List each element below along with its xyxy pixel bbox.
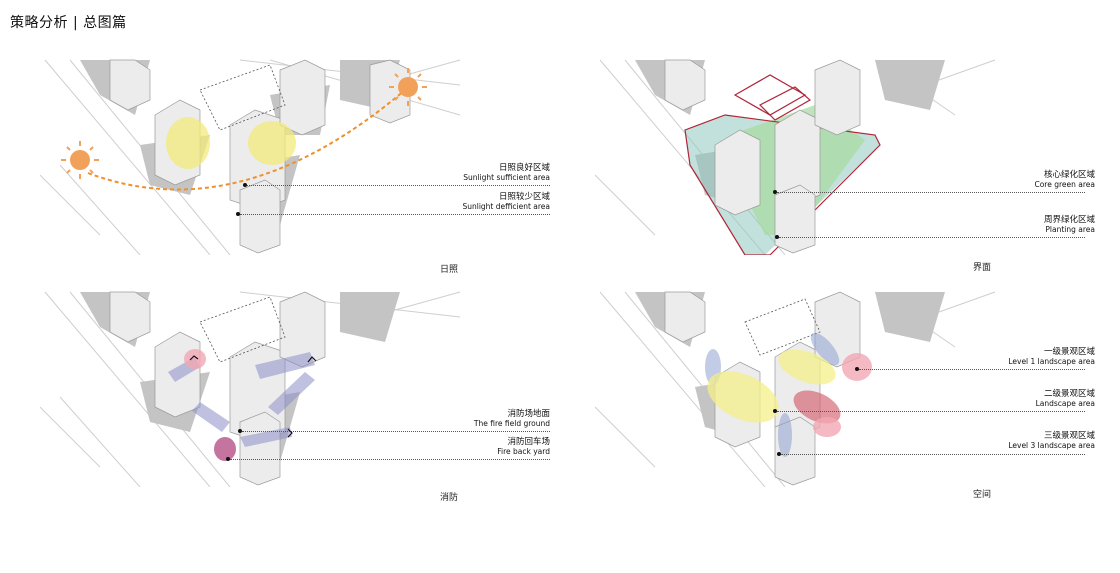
- sunlight-sufficient-zone: [248, 121, 296, 165]
- caption-sunlight: 日照: [440, 265, 459, 275]
- label-anchor-dot: [775, 235, 779, 239]
- label-anchor-dot: [773, 190, 777, 194]
- interface-site-diagram: [595, 59, 996, 255]
- caption-space: 空间: [973, 490, 992, 500]
- label-planting: 周界绿化区域 Planting area: [1043, 215, 1095, 234]
- sun-icon: [61, 141, 99, 179]
- fire-site-diagram: [40, 291, 461, 487]
- level2-landscape-zone: [778, 349, 836, 385]
- buildings: [664, 59, 861, 254]
- construction-block: [199, 64, 286, 131]
- construction-block: [199, 296, 286, 363]
- leader-line: [240, 214, 550, 215]
- leader-line: [781, 454, 1085, 455]
- page-title: 策略分析 | 总图篇: [10, 15, 127, 31]
- label-anchor-dot: [236, 212, 240, 216]
- turn-arrow-icon: [189, 355, 317, 438]
- caption-interface: 界面: [973, 263, 992, 273]
- panel-space: 一级景观区域 Level 1 landscape area 二级景观区域 Lan…: [595, 287, 1105, 500]
- label-fire-field-ground: 消防场地面 The fire field ground: [473, 409, 550, 428]
- label-level1-landscape: 一级景观区域 Level 1 landscape area: [1008, 347, 1095, 366]
- label-anchor-dot: [773, 409, 777, 413]
- label-core-green: 核心绿化区域 Core green area: [1034, 170, 1095, 189]
- leader-line: [779, 237, 1085, 238]
- panel-sunlight: 日照良好区域 Sunlight sufficient area 日照较少区域 S…: [40, 55, 550, 275]
- construction-block: [744, 298, 821, 356]
- fire-back-yard: [214, 437, 236, 461]
- label-fire-back-yard: 消防回车场 Fire back yard: [497, 437, 550, 456]
- leader-line: [247, 185, 550, 186]
- caption-fire: 消防: [440, 493, 459, 503]
- leader-line: [242, 431, 550, 432]
- fire-back-yard: [184, 349, 206, 369]
- label-level3-landscape: 三级景观区域 Level 3 landscape area: [1008, 431, 1095, 450]
- level3-landscape-zone: [810, 332, 840, 366]
- panel-fire: 消防场地面 The fire field ground 消防回车场 Fire b…: [40, 287, 550, 503]
- label-anchor-dot: [226, 457, 230, 461]
- sunlight-site-diagram: [40, 59, 461, 255]
- level3-landscape-zone: [778, 413, 792, 457]
- site-boundary: [684, 114, 881, 255]
- label-anchor-dot: [777, 452, 781, 456]
- label-anchor-dot: [238, 429, 242, 433]
- leader-line: [230, 459, 550, 460]
- panel-interface: 核心绿化区域 Core green area 周界绿化区域 Planting a…: [595, 55, 1105, 273]
- sunlight-sufficient-zone: [166, 117, 210, 169]
- label-anchor-dot: [243, 183, 247, 187]
- label-level2-landscape: 二级景观区域 Landscape area: [1035, 389, 1095, 408]
- sun-icon: [389, 68, 427, 106]
- leader-line: [777, 411, 1085, 412]
- level1-landscape-zone: [813, 417, 841, 437]
- leader-line: [859, 369, 1085, 370]
- label-sunlight-deficient: 日照较少区域 Sunlight defficient area: [462, 192, 550, 211]
- highlighted-block: [733, 74, 812, 121]
- fire-field-ground: [168, 352, 315, 447]
- label-anchor-dot: [855, 367, 859, 371]
- space-site-diagram: [595, 291, 996, 487]
- sun-path: [87, 89, 406, 191]
- level1-landscape-zone: [793, 390, 841, 424]
- level2-landscape-zone: [707, 371, 779, 423]
- leader-line: [777, 192, 1085, 193]
- label-sunlight-sufficient: 日照良好区域 Sunlight sufficient area: [463, 163, 550, 182]
